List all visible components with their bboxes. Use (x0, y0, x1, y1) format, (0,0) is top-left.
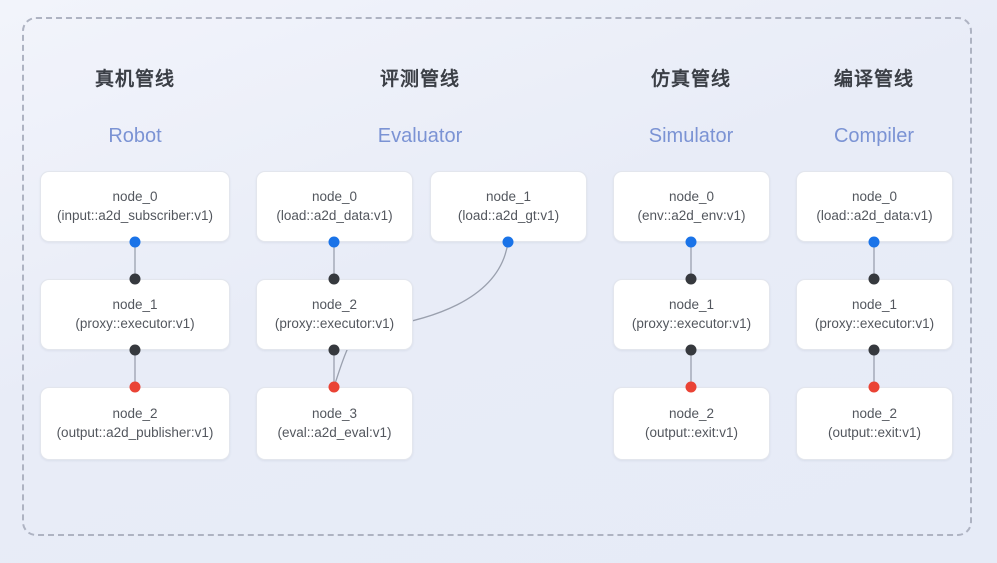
node-compiler-node_0[interactable]: node_0 (load::a2d_data:v1) (796, 171, 953, 242)
node-spec: (output::a2d_publisher:v1) (56, 424, 214, 440)
node-spec: (load::a2d_gt:v1) (457, 207, 560, 223)
node-spec: (load::a2d_data:v1) (276, 207, 393, 223)
port-input-evaluator-node_3[interactable] (328, 381, 340, 393)
column-title-cn-compiler: 编译管线 (833, 69, 914, 90)
node-robot-node_2[interactable]: node_2 (output::a2d_publisher:v1) (40, 387, 230, 460)
node-name: node_2 (851, 405, 898, 421)
node-name: node_1 (112, 296, 158, 312)
port-output-evaluator-node_1[interactable] (502, 236, 514, 248)
port-output-evaluator-node_0[interactable] (328, 236, 340, 248)
pipeline-group-frame (22, 17, 972, 536)
column-title-cn-evaluator: 评测管线 (379, 69, 460, 90)
node-evaluator-node_3[interactable]: node_3 (eval::a2d_eval:v1) (256, 387, 413, 460)
port-input-compiler-node_2[interactable] (868, 381, 880, 393)
node-name: node_2 (668, 405, 715, 421)
node-robot-node_1[interactable]: node_1 (proxy::executor:v1) (40, 279, 230, 350)
node-simulator-node_1[interactable]: node_1 (proxy::executor:v1) (613, 279, 770, 350)
column-title-en-robot: Robot (108, 125, 162, 147)
node-compiler-node_1[interactable]: node_1 (proxy::executor:v1) (796, 279, 953, 350)
node-name: node_2 (311, 296, 358, 312)
node-name: node_3 (311, 405, 358, 421)
column-title-en-evaluator: Evaluator (377, 125, 463, 147)
port-input-evaluator-node_2[interactable] (328, 273, 340, 285)
port-output-compiler-node_0[interactable] (868, 236, 880, 248)
node-spec: (env::a2d_env:v1) (637, 207, 746, 223)
port-output-simulator-node_1[interactable] (685, 344, 697, 356)
port-input-simulator-node_1[interactable] (685, 273, 697, 285)
node-spec: (proxy::executor:v1) (814, 315, 935, 331)
column-title-en-compiler: Compiler (833, 125, 915, 147)
node-evaluator-node_1[interactable]: node_1 (load::a2d_gt:v1) (430, 171, 587, 242)
node-spec: (proxy::executor:v1) (274, 315, 395, 331)
port-input-simulator-node_2[interactable] (685, 381, 697, 393)
node-name: node_1 (668, 296, 715, 312)
node-spec: (input::a2d_subscriber:v1) (56, 207, 214, 223)
node-evaluator-node_0[interactable]: node_0 (load::a2d_data:v1) (256, 171, 413, 242)
column-title-cn-robot: 真机管线 (94, 69, 175, 90)
port-output-compiler-node_1[interactable] (868, 344, 880, 356)
node-simulator-node_2[interactable]: node_2 (output::exit:v1) (613, 387, 770, 460)
node-spec: (output::exit:v1) (827, 424, 922, 440)
port-output-evaluator-node_2[interactable] (328, 344, 340, 356)
column-title-cn-simulator: 仿真管线 (650, 69, 731, 90)
port-output-robot-node_1[interactable] (129, 344, 141, 356)
node-spec: (proxy::executor:v1) (631, 315, 752, 331)
node-name: node_0 (311, 188, 358, 204)
node-spec: (load::a2d_data:v1) (816, 207, 933, 223)
node-evaluator-node_2[interactable]: node_2 (proxy::executor:v1) (256, 279, 413, 350)
node-name: node_1 (851, 296, 898, 312)
port-input-compiler-node_1[interactable] (868, 273, 880, 285)
node-spec: (output::exit:v1) (644, 424, 739, 440)
node-name: node_0 (112, 188, 158, 204)
node-name: node_0 (851, 188, 898, 204)
port-output-simulator-node_0[interactable] (685, 236, 697, 248)
node-name: node_1 (485, 188, 532, 204)
node-robot-node_0[interactable]: node_0 (input::a2d_subscriber:v1) (40, 171, 230, 242)
node-name: node_2 (112, 405, 158, 421)
port-input-robot-node_1[interactable] (129, 273, 141, 285)
node-simulator-node_0[interactable]: node_0 (env::a2d_env:v1) (613, 171, 770, 242)
column-title-en-simulator: Simulator (648, 125, 734, 147)
node-name: node_0 (668, 188, 715, 204)
node-compiler-node_2[interactable]: node_2 (output::exit:v1) (796, 387, 953, 460)
port-input-robot-node_2[interactable] (129, 381, 141, 393)
node-spec: (proxy::executor:v1) (75, 315, 195, 331)
node-spec: (eval::a2d_eval:v1) (277, 424, 392, 440)
port-output-robot-node_0[interactable] (129, 236, 141, 248)
